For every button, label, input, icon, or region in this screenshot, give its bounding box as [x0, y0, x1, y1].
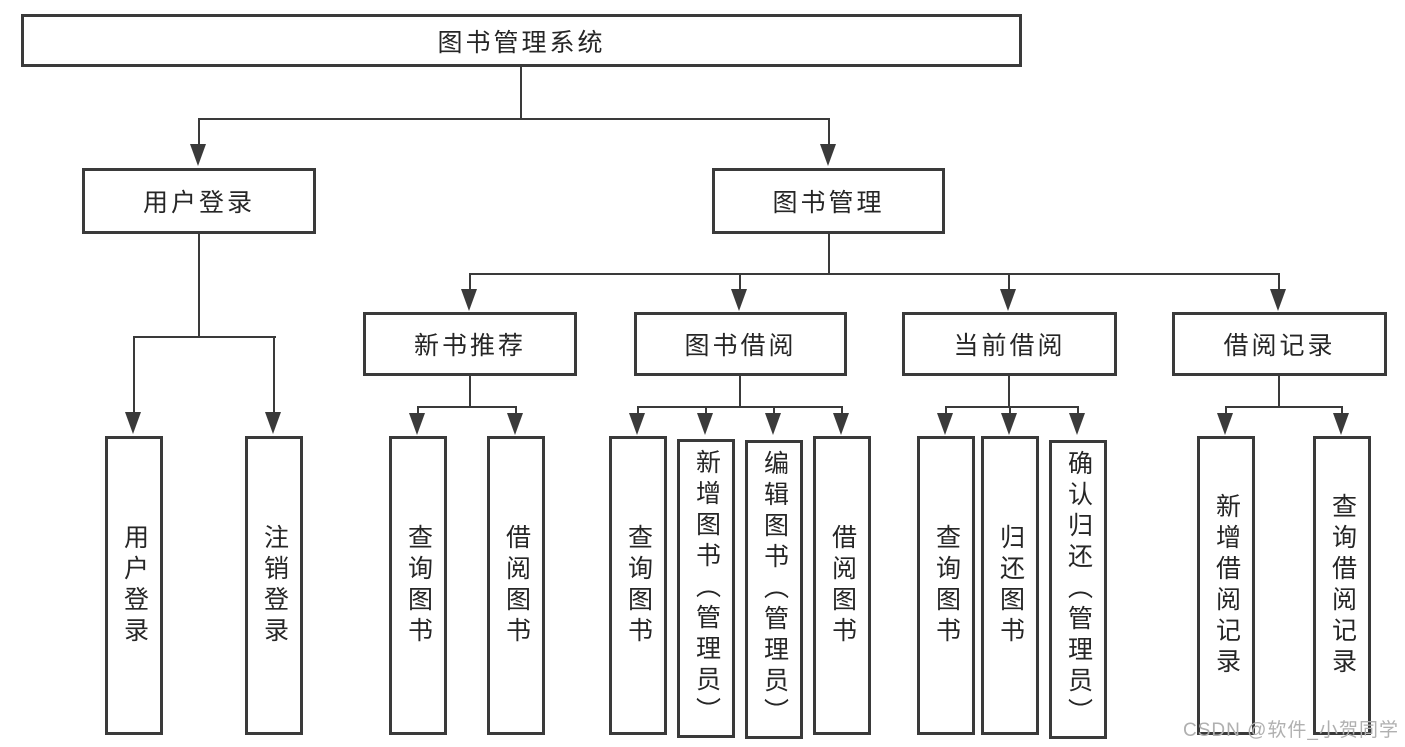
leaf-br-add-record: 新增借阅记录 — [1197, 436, 1255, 735]
connector-book-management-stem — [828, 233, 830, 273]
node-root: 图书管理系统 — [21, 14, 1022, 67]
leaf-user-login-label: 用户登录 — [120, 523, 149, 648]
node-book-management: 图书管理 — [712, 168, 945, 234]
leaf-cb-confirm-return-admin-label: 确认归还（管理员） — [1064, 450, 1093, 729]
leaf-cb-confirm-return-admin: 确认归还（管理员） — [1049, 440, 1107, 739]
leaf-br-query-record-label: 查询借阅记录 — [1328, 492, 1357, 679]
arrow-to-bb-borrow-books — [833, 406, 849, 435]
node-current-borrow: 当前借阅 — [902, 312, 1117, 376]
leaf-bb-add-books-admin-label: 新增图书（管理员） — [692, 449, 721, 728]
leaf-logout-label: 注销登录 — [260, 523, 289, 648]
arrow-to-current-borrow — [1000, 273, 1016, 311]
leaf-bb-borrow-books: 借阅图书 — [813, 436, 871, 735]
node-borrow-records: 借阅记录 — [1172, 312, 1387, 376]
leaf-bb-edit-books-admin-label: 编辑图书（管理员） — [760, 450, 789, 729]
arrow-to-rec-query-books — [409, 406, 425, 435]
connector-current-borrow-bar — [945, 406, 1079, 408]
leaf-bb-add-books-admin: 新增图书（管理员） — [677, 439, 735, 738]
arrow-to-book-management — [820, 118, 836, 166]
leaf-cb-query-books-label: 查询图书 — [932, 523, 961, 648]
connector-new-book-recommend-stem — [469, 376, 471, 406]
leaf-cb-return-books: 归还图书 — [981, 436, 1039, 735]
leaf-cb-return-books-label: 归还图书 — [996, 523, 1025, 648]
node-user-login-label: 用户登录 — [142, 189, 255, 217]
connector-book-borrow-bar — [637, 406, 843, 408]
leaf-bb-borrow-books-label: 借阅图书 — [828, 523, 857, 648]
leaf-bb-edit-books-admin: 编辑图书（管理员） — [745, 440, 803, 739]
leaf-bb-query-books-label: 查询图书 — [624, 523, 653, 648]
connector-borrow-records-bar — [1225, 406, 1343, 408]
connector-user-login-stem — [198, 233, 200, 336]
connector-user-login-bar — [133, 336, 276, 338]
leaf-logout: 注销登录 — [245, 436, 303, 735]
arrow-to-bb-edit-books — [765, 406, 781, 435]
node-book-borrow-label: 图书借阅 — [684, 332, 797, 360]
connector-root-stem — [520, 67, 522, 118]
leaf-cb-query-books: 查询图书 — [917, 436, 975, 735]
arrow-to-user-login — [190, 118, 206, 166]
connector-borrow-records-stem — [1278, 376, 1280, 406]
arrow-to-cb-confirm-return — [1069, 406, 1085, 435]
node-new-book-recommend: 新书推荐 — [363, 312, 577, 376]
leaf-rec-borrow-books: 借阅图书 — [487, 436, 545, 735]
connector-current-borrow-stem — [1008, 376, 1010, 406]
connector-book-borrow-stem — [739, 376, 741, 406]
node-current-borrow-label: 当前借阅 — [953, 332, 1066, 360]
arrow-to-borrow-records — [1270, 273, 1286, 311]
connector-new-book-recommend-bar — [417, 406, 517, 408]
connector-book-management-bar — [469, 273, 1280, 275]
arrow-to-bb-add-books — [697, 406, 713, 435]
leaf-rec-query-books: 查询图书 — [389, 436, 447, 735]
arrow-to-rec-borrow-books — [507, 406, 523, 435]
node-root-label: 图书管理系统 — [437, 28, 606, 57]
arrow-to-cb-query-books — [937, 406, 953, 435]
node-new-book-recommend-label: 新书推荐 — [413, 332, 526, 360]
arrow-to-book-borrow — [731, 273, 747, 311]
arrow-to-leaf-user-login — [125, 336, 141, 434]
leaf-bb-query-books: 查询图书 — [609, 436, 667, 735]
node-borrow-records-label: 借阅记录 — [1223, 332, 1336, 360]
node-book-borrow: 图书借阅 — [634, 312, 847, 376]
arrow-to-bb-query-books — [629, 406, 645, 435]
connector-root-bar — [198, 118, 830, 120]
leaf-rec-query-books-label: 查询图书 — [404, 523, 433, 648]
arrow-to-br-add-record — [1217, 406, 1233, 435]
leaf-br-query-record: 查询借阅记录 — [1313, 436, 1371, 735]
node-user-login: 用户登录 — [82, 168, 316, 234]
node-book-management-label: 图书管理 — [772, 189, 885, 217]
csdn-watermark: CSDN @软件_小贺同学 — [1183, 720, 1399, 741]
leaf-rec-borrow-books-label: 借阅图书 — [502, 523, 531, 648]
arrow-to-leaf-logout — [265, 336, 281, 434]
arrow-to-cb-return-books — [1001, 406, 1017, 435]
arrow-to-new-book-recommend — [461, 273, 477, 311]
leaf-user-login: 用户登录 — [105, 436, 163, 735]
leaf-br-add-record-label: 新增借阅记录 — [1212, 492, 1241, 679]
arrow-to-br-query-record — [1333, 406, 1349, 435]
